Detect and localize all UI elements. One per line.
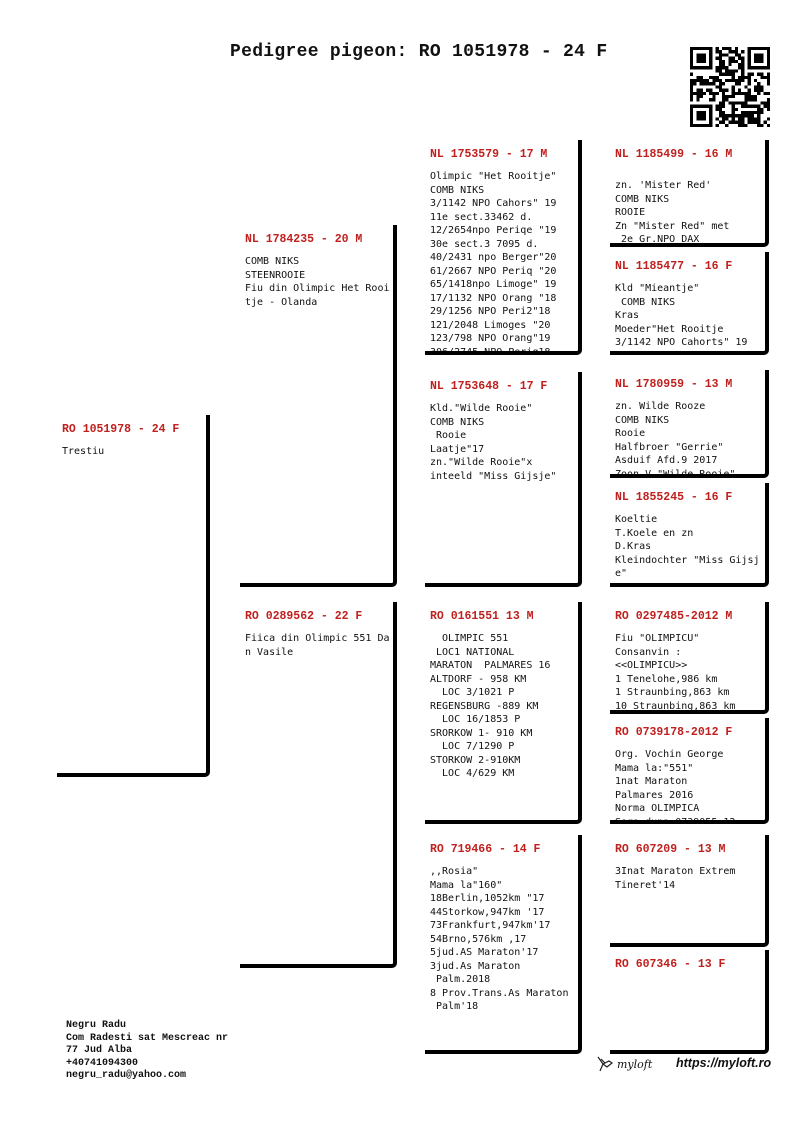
website-link[interactable]: https://myloft.ro [676,1056,772,1070]
pigeon-card-sire-sire: NL 1753579 - 17 M Olimpic "Het Rooitje" C… [425,140,582,355]
pigeon-card-dam: RO 0289562 - 22 F Fiica din Olimpic 551 D… [240,602,397,968]
ring-number: NL 1784235 - 20 M [245,233,363,246]
ring-number: RO 719466 - 14 F [430,843,541,856]
ring-number: NL 1185477 - 16 F [615,260,733,273]
owner-contact: Negru Radu Com Radesti sat Mescreac nr 7… [66,1020,229,1081]
pigeon-card-dam-sire: RO 0161551 13 M OLIMPIC 551 LOC1 NATIONA… [425,602,582,824]
pigeon-card-ssd: NL 1185477 - 16 F Kld "Mieantje" COMB NIK… [610,252,769,355]
qr-code-icon [690,47,770,127]
page-title: Pedigree pigeon: RO 1051978 - 24 F [230,42,608,62]
pigeon-notes: 3Inat Maraton Extrem Tineret'14 [615,866,736,891]
ring-number: NL 1753648 - 17 F [430,380,548,393]
pigeon-card-sss: NL 1185499 - 16 M zn. 'Mister Red' COMB N… [610,140,769,247]
pigeon-notes: Fiica din Olimpic 551 Da n Vasile [245,633,390,658]
pigeon-card-sdd: NL 1855245 - 16 F Koeltie T.Koele en zn D… [610,483,769,587]
ring-number: RO 0161551 13 M [430,610,534,623]
pigeon-card-sire-dam: NL 1753648 - 17 F Kld."Wilde Rooie" COMB … [425,372,582,587]
pigeon-notes: ,,Rosia" Mama la"160" 18Berlin,1052km "1… [430,866,569,1012]
pigeon-notes: Org. Vochin George Mama la:"551" 1nat Ma… [615,749,736,824]
ring-number: RO 1051978 - 24 F [62,423,180,436]
bird-icon [597,1056,614,1072]
logo-text: myloft [617,1057,653,1071]
pigeon-notes: Kld."Wilde Rooie" COMB NIKS Rooie Laatje… [430,403,557,482]
pigeon-notes: Koeltie T.Koele en zn D.Kras Kleindochte… [615,514,760,587]
pigeon-card-sire: NL 1784235 - 20 M COMB NIKS STEENROOIE Fi… [240,225,397,587]
pigeon-card-dsd: RO 0739178-2012 F Org. Vochin George Mama… [610,718,769,824]
pigeon-notes: Fiu "OLIMPICU" Consanvin : <<OLIMPICU>> … [615,633,736,712]
ring-number: RO 0289562 - 22 F [245,610,363,623]
pigeon-notes: Olimpic "Het Rooitje" COMB NIKS 3/1142 N… [430,171,557,355]
ring-number: NL 1855245 - 16 F [615,491,733,504]
ring-number: RO 0297485-2012 M [615,610,733,623]
pigeon-notes: OLIMPIC 551 LOC1 NATIONAL MARATON PALMAR… [430,633,551,779]
pigeon-notes: COMB NIKS STEENROOIE Fiu din Olimpic Het… [245,256,390,308]
ring-number: NL 1753579 - 17 M [430,148,548,161]
myloft-logo: myloft [596,1055,652,1073]
ring-number: RO 0739178-2012 F [615,726,733,739]
pigeon-notes: zn. Wilde Rooze COMB NIKS Rooie Halfbroe… [615,401,736,478]
pigeon-card-dds: RO 607209 - 13 M 3Inat Maraton Extrem Tin… [610,835,769,947]
pigeon-card-dss: RO 0297485-2012 M Fiu "OLIMPICU" Consanvi… [610,602,769,714]
pigeon-card-sds: NL 1780959 - 13 M zn. Wilde Rooze COMB NI… [610,370,769,478]
ring-number: RO 607346 - 13 F [615,958,726,971]
pigeon-card-subject: RO 1051978 - 24 F Trestiu [57,415,210,777]
pigeon-notes: zn. 'Mister Red' COMB NIKS ROOIE Zn "Mis… [615,180,730,245]
ring-number: NL 1185499 - 16 M [615,148,733,161]
pigeon-card-ddd: RO 607346 - 13 F [610,950,769,1054]
pigeon-notes: Kld "Mieantje" COMB NIKS Kras Moeder"Het… [615,283,748,351]
ring-number: NL 1780959 - 13 M [615,378,733,391]
ring-number: RO 607209 - 13 M [615,843,726,856]
pigeon-card-dam-dam: RO 719466 - 14 F ,,Rosia" Mama la"160" 18… [425,835,582,1054]
pigeon-notes: Trestiu [62,446,105,457]
